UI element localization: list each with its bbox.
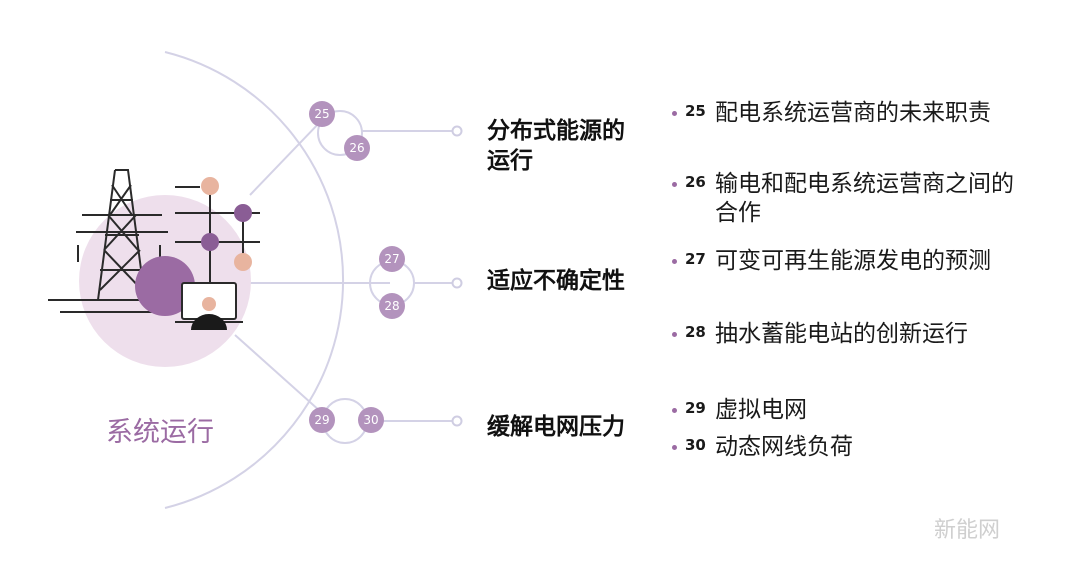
laptop-user-icon [175, 282, 243, 330]
item-text: 动态网线负荷 [715, 434, 853, 460]
item-text: 配电系统运营商的未来职责 [715, 100, 991, 126]
item-number: 26 [685, 173, 706, 191]
connector-loop-top [317, 110, 363, 156]
number-node-28: 28 [379, 293, 405, 319]
purple-disc [135, 256, 195, 316]
list-item: 30 动态网线负荷 [672, 433, 1015, 462]
network-nodes-icon [175, 177, 260, 285]
item-number: 25 [685, 102, 706, 120]
number-node-26: 26 [344, 135, 370, 161]
bullet-dot [672, 332, 677, 337]
diagram-title: 系统运行 [106, 417, 214, 448]
number-node-25: 25 [309, 101, 335, 127]
list-item: 28 抽水蓄能电站的创新运行 [672, 320, 1015, 349]
number-node-circle [309, 407, 335, 433]
bullet-dot [672, 182, 677, 187]
item-text: 虚拟电网 [715, 397, 807, 423]
branch-line-bottom [234, 334, 331, 421]
number-node-label: 30 [363, 413, 378, 427]
item-text: 可变可再生能源发电的预测 [715, 248, 991, 274]
item-number: 30 [685, 436, 706, 454]
list-item: 25 配电系统运营商的未来职责 [672, 99, 1015, 128]
outer-arc [164, 51, 344, 509]
number-node-label: 29 [314, 413, 329, 427]
category-label-uncertainty: 适应不确定性 [487, 268, 625, 294]
bullet-dot [672, 408, 677, 413]
bullet-dot [672, 111, 677, 116]
transmission-tower-icon [48, 169, 175, 313]
bullet-dot [672, 259, 677, 264]
item-number: 29 [685, 399, 706, 417]
number-node-label: 25 [314, 107, 329, 121]
number-node-circle [379, 246, 405, 272]
item-number: 27 [685, 250, 706, 268]
item-text: 抽水蓄能电站的创新运行 [715, 321, 968, 347]
category-end-dot-3 [451, 415, 463, 427]
number-node-circle [379, 293, 405, 319]
list-item: 26 输电和配电系统运营商之间的合作 [672, 170, 1015, 228]
category-label-distributed: 分布式能源的运行 [487, 118, 625, 174]
watermark-logo: 新能网 [934, 518, 1001, 543]
item-number: 28 [685, 323, 706, 341]
category-label-grid-stress: 缓解电网压力 [487, 414, 625, 440]
number-node-circle [309, 101, 335, 127]
list-item: 29 虚拟电网 [672, 396, 1015, 425]
number-node-label: 26 [349, 141, 364, 155]
number-node-circle [344, 135, 370, 161]
branch-line-top [249, 119, 323, 196]
number-node-label: 28 [384, 299, 399, 313]
number-node-29: 29 [309, 407, 335, 433]
list-item: 27 可变可再生能源发电的预测 [672, 247, 1015, 276]
item-text: 输电和配电系统运营商之间的合作 [715, 171, 1014, 226]
number-node-30: 30 [358, 407, 384, 433]
category-end-dot-1 [451, 125, 463, 137]
number-node-label: 27 [384, 252, 399, 266]
number-node-27: 27 [379, 246, 405, 272]
number-node-circle [358, 407, 384, 433]
category-end-dot-2 [451, 277, 463, 289]
bullet-dot [672, 445, 677, 450]
